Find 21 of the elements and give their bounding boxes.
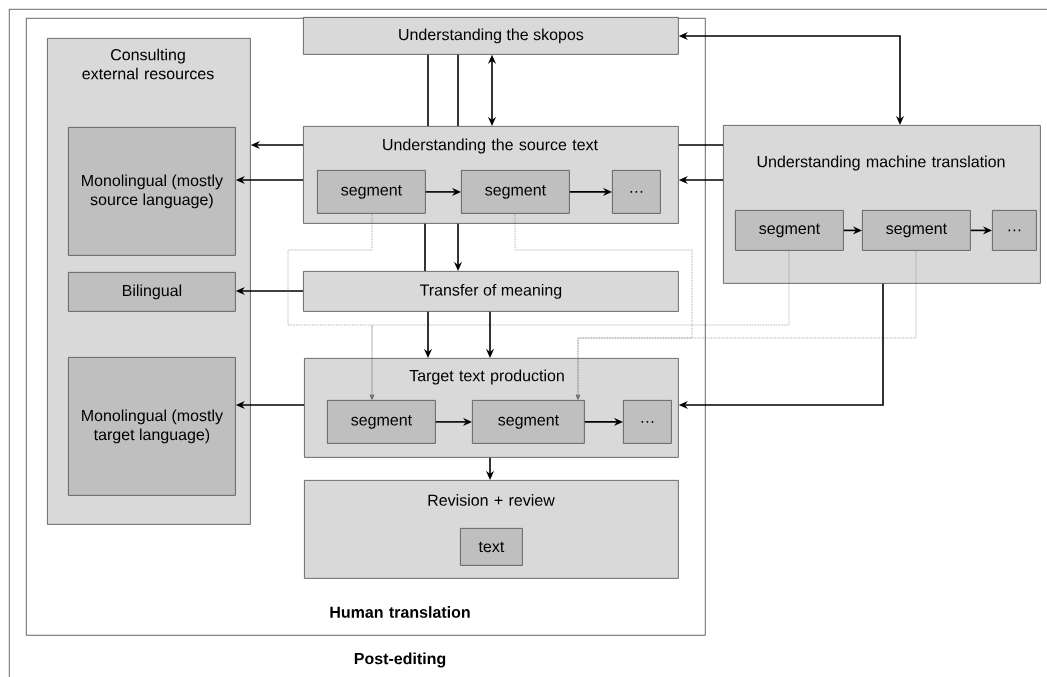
connector-line [457, 54, 459, 127]
segment-box: … [612, 170, 661, 214]
resource-box: Monolingual (mostly target language) [68, 357, 236, 496]
connector-line [424, 223, 426, 272]
segment-box: segment [317, 170, 426, 214]
text-box: text [460, 528, 523, 566]
segment-box: segment [327, 400, 436, 444]
connector-line [427, 54, 429, 127]
resource-box: Monolingual (mostly source language) [68, 127, 236, 256]
connector-line [678, 144, 724, 146]
segment-box: segment [862, 210, 971, 251]
process-box: Transfer of meaning [303, 271, 679, 312]
resource-box: Bilingual [68, 272, 236, 312]
segment-box: … [623, 400, 672, 444]
dotted-arrow [369, 250, 790, 400]
segment-box: segment [472, 400, 585, 444]
segment-box: … [992, 210, 1037, 251]
dotted-arrow [575, 250, 917, 400]
process-box: Understanding the skopos [303, 17, 679, 55]
segment-box: segment [735, 210, 844, 251]
segment-box: segment [461, 170, 570, 214]
